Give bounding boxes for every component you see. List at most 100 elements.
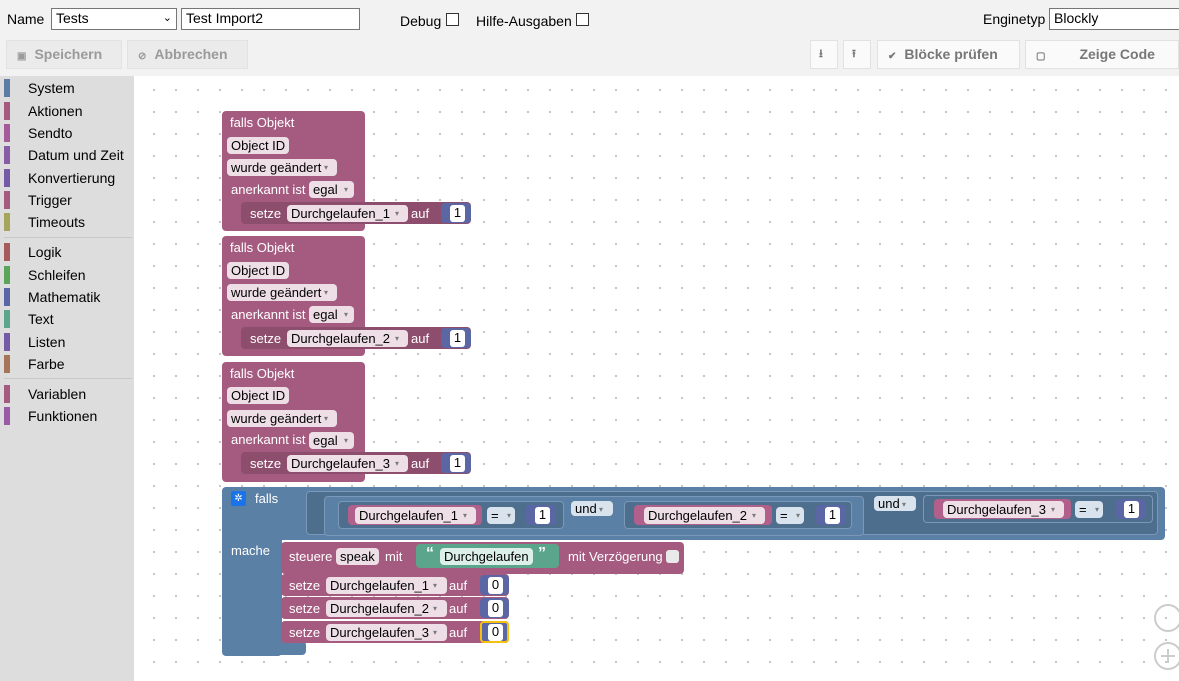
to-label: auf (411, 206, 430, 221)
and-dropdown[interactable]: und (874, 496, 916, 511)
control-target-field[interactable]: speak (336, 548, 379, 565)
dropdown-arrow-icon: ▾ (344, 310, 349, 319)
ack-dropdown[interactable]: egal (309, 432, 354, 449)
blockly-workspace[interactable]: falls Objekt Object ID wurde geändert ▾ … (134, 76, 1179, 681)
category-label: Text (28, 311, 54, 327)
hilfe-checkbox[interactable] (576, 13, 589, 26)
hilfe-label: Hilfe-Ausgaben (476, 13, 572, 29)
recenter-icon[interactable] (1154, 604, 1179, 632)
event-dropdown[interactable]: wurde geändert (227, 159, 338, 176)
category-label: Timeouts (28, 214, 86, 230)
variable-dropdown[interactable]: Durchgelaufen_1 (326, 577, 448, 594)
category-label: Logik (28, 244, 62, 260)
category-aktionen[interactable]: Aktionen (4, 101, 132, 121)
save-icon: ▣ (17, 51, 27, 62)
category-label: Schleifen (28, 267, 86, 283)
category-color-bar (4, 385, 10, 403)
dropdown-arrow-icon: ▾ (752, 511, 757, 520)
number-value[interactable]: 1 (450, 455, 465, 472)
category-logik[interactable]: Logik (4, 242, 132, 262)
dropdown-arrow-icon: ▾ (324, 163, 329, 172)
gear-icon[interactable]: ✲ (231, 491, 246, 506)
category-color-bar (4, 102, 10, 120)
category-farbe[interactable]: Farbe (4, 354, 132, 374)
category-timeouts[interactable]: Timeouts (4, 212, 132, 232)
cancel-button-label: Abbrechen (154, 46, 228, 62)
number-value[interactable]: 0 (488, 600, 503, 617)
ack-dropdown[interactable]: egal (309, 306, 354, 323)
script-name-input[interactable]: Test Import2 (181, 8, 360, 30)
category-trigger[interactable]: Trigger (4, 190, 132, 210)
enginetyp-select[interactable]: Blockly (1049, 8, 1179, 30)
dropdown-arrow-icon: ▾ (395, 209, 400, 218)
zoom-in-icon[interactable] (1154, 642, 1179, 670)
set-label: setze (250, 206, 282, 221)
do-label: mache (231, 543, 271, 558)
variable-dropdown[interactable]: Durchgelaufen_2 (287, 330, 409, 347)
toolbox-sidebar: System Aktionen Sendto Datum und Zeit Ko… (0, 76, 134, 681)
export-button[interactable]: ⭳ (810, 40, 838, 69)
variable-dropdown[interactable]: Durchgelaufen_3 (943, 501, 1065, 518)
number-value[interactable]: 1 (825, 507, 840, 524)
variable-dropdown[interactable]: Durchgelaufen_2 (326, 600, 448, 617)
and-dropdown[interactable]: und (571, 501, 613, 516)
event-dropdown[interactable]: wurde geändert (227, 410, 338, 427)
import-button[interactable]: ⭱ (843, 40, 871, 69)
dropdown-arrow-icon: ▾ (1095, 505, 1100, 514)
event-dropdown[interactable]: wurde geändert (227, 284, 338, 301)
export-icon: ⭳ (819, 48, 823, 60)
category-variablen[interactable]: Variablen (4, 384, 132, 404)
variable-dropdown[interactable]: Durchgelaufen_1 (355, 507, 477, 524)
category-sendto[interactable]: Sendto (4, 123, 132, 143)
operator-dropdown[interactable]: = (1075, 501, 1103, 518)
category-label: Farbe (28, 356, 65, 372)
category-label: Listen (28, 334, 66, 350)
to-label: auf (449, 578, 468, 593)
category-color-bar (4, 288, 10, 306)
category-color-bar (4, 124, 10, 142)
category-label: Konvertierung (28, 170, 116, 186)
variable-dropdown[interactable]: Durchgelaufen_2 (644, 507, 766, 524)
if-label: falls (255, 491, 279, 506)
category-color-bar (4, 266, 10, 284)
object-id-field[interactable]: Object ID (227, 137, 290, 154)
show-code-button[interactable]: ▢Zeige Code (1025, 40, 1179, 69)
ack-label: anerkannt ist (231, 182, 306, 197)
category-color-bar (4, 169, 10, 187)
cancel-button[interactable]: ⊘Abbrechen (127, 40, 248, 69)
object-id-field[interactable]: Object ID (227, 387, 290, 404)
category-label: Sendto (28, 125, 73, 141)
check-blocks-button[interactable]: ✔Blöcke prüfen (877, 40, 1020, 69)
save-button[interactable]: ▣Speichern (6, 40, 122, 69)
category-system[interactable]: System (4, 78, 132, 98)
object-id-field[interactable]: Object ID (227, 262, 290, 279)
dropdown-arrow-icon: ▾ (433, 604, 438, 613)
ack-dropdown[interactable]: egal (309, 181, 354, 198)
variable-dropdown[interactable]: Durchgelaufen_1 (287, 205, 409, 222)
text-value[interactable]: Durchgelaufen (440, 548, 533, 565)
dropdown-arrow-icon: ▾ (344, 185, 349, 194)
delay-checkbox[interactable] (666, 550, 679, 563)
operator-dropdown[interactable]: = (487, 507, 515, 524)
category-listen[interactable]: Listen (4, 332, 132, 352)
variable-dropdown[interactable]: Durchgelaufen_3 (287, 455, 409, 472)
dropdown-arrow-icon: ▾ (433, 581, 438, 590)
category-konvertierung[interactable]: Konvertierung (4, 168, 132, 188)
variable-dropdown[interactable]: Durchgelaufen_3 (326, 624, 448, 641)
number-value[interactable]: 1 (450, 330, 465, 347)
if-block-body[interactable] (222, 526, 282, 656)
category-mathematik[interactable]: Mathematik (4, 287, 132, 307)
debug-checkbox[interactable] (446, 13, 459, 26)
zoom-in-glyph (1167, 649, 1169, 663)
category-funktionen[interactable]: Funktionen (4, 406, 132, 426)
number-value[interactable]: 1 (450, 205, 465, 222)
category-datum-und-zeit[interactable]: Datum und Zeit (4, 145, 132, 165)
operator-dropdown[interactable]: = (776, 507, 804, 524)
folder-select[interactable]: Tests ⌄ (51, 8, 177, 30)
category-schleifen[interactable]: Schleifen (4, 265, 132, 285)
number-value[interactable]: 1 (535, 507, 550, 524)
number-value[interactable]: 1 (1124, 501, 1139, 518)
number-value[interactable]: 0 (488, 624, 503, 641)
number-value[interactable]: 0 (488, 577, 503, 594)
category-text[interactable]: Text (4, 309, 132, 329)
